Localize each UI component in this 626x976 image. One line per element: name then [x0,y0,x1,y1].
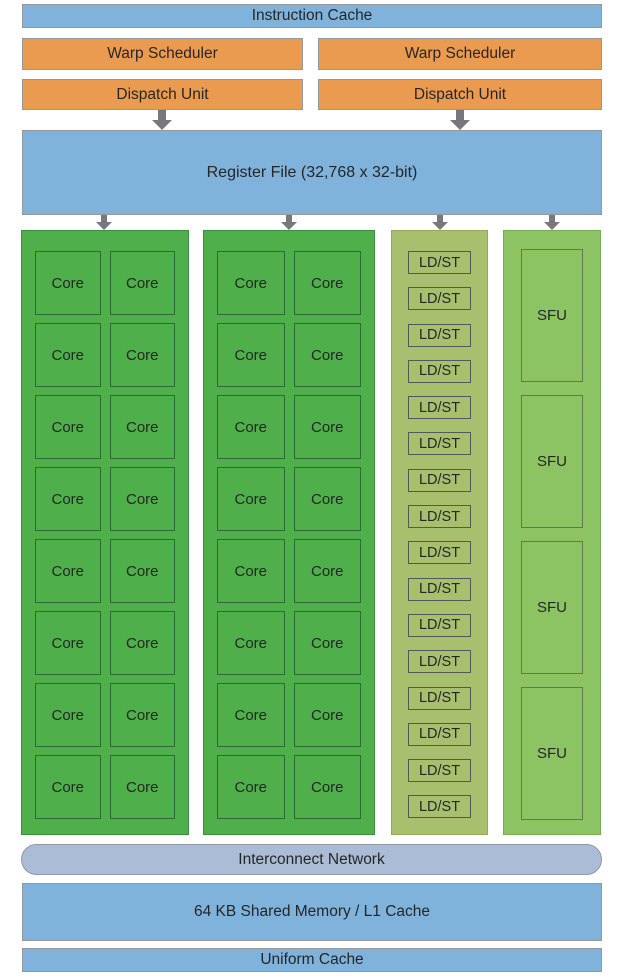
core-unit: Core [109,395,175,459]
core-unit: Core [217,539,285,603]
ldst-unit: LD/ST [408,650,471,674]
ldst-column: LD/ST LD/ST LD/ST LD/ST LD/ST LD/ST LD/ST LD/ST… [391,230,488,835]
core-unit: Core [35,611,101,675]
core-unit: Core [293,539,361,603]
ldst-unit: LD/ST [408,323,471,347]
core-unit: Core [293,467,361,531]
core-unit: Core [35,395,101,459]
core-unit: Core [35,683,101,747]
ldst-unit: LD/ST [408,432,471,456]
ldst-unit: LD/ST [408,396,471,420]
arrow-head [450,120,470,130]
down-arrow-icon [450,110,470,130]
core-unit: Core [109,539,175,603]
ldst-unit: LD/ST [408,613,471,637]
core-unit: Core [35,755,101,819]
arrow-head [152,120,172,130]
core-unit: Core [293,251,361,315]
ldst-unit: LD/ST [408,795,471,819]
core-unit: Core [35,467,101,531]
ldst-unit: LD/ST [408,722,471,746]
core-unit: Core [293,683,361,747]
sfu-unit: SFU [521,687,583,820]
core-unit: Core [217,683,285,747]
arrow-head [281,222,297,230]
sfu-column: SFU SFU SFU SFU [503,230,601,835]
core-unit: Core [109,611,175,675]
core-unit: Core [293,611,361,675]
sfu-unit: SFU [521,395,583,528]
ldst-unit: LD/ST [408,468,471,492]
warp-scheduler-left-block: Warp Scheduler [22,38,303,70]
uniform-cache-block: Uniform Cache [22,948,602,972]
sfu-unit: SFU [521,249,583,382]
down-arrow-icon [152,110,172,130]
core-unit: Core [217,467,285,531]
ldst-unit: LD/ST [408,759,471,783]
sfu-unit: SFU [521,541,583,674]
core-unit: Core [217,251,285,315]
core-unit: Core [109,467,175,531]
down-arrow-icon [432,215,448,230]
core-unit: Core [293,323,361,387]
core-unit: Core [109,683,175,747]
shared-memory-block: 64 KB Shared Memory / L1 Cache [22,883,602,941]
arrow-stem [101,215,107,222]
ldst-unit: LD/ST [408,359,471,383]
down-arrow-icon [544,215,560,230]
arrow-stem [456,110,464,120]
dispatch-unit-left-block: Dispatch Unit [22,79,303,110]
interconnect-network-block: Interconnect Network [21,844,602,875]
core-unit: Core [35,251,101,315]
core-unit: Core [293,755,361,819]
ldst-unit: LD/ST [408,251,471,274]
core-unit: Core [217,323,285,387]
arrow-stem [158,110,166,120]
arrow-stem [286,215,292,222]
core-unit: Core [35,323,101,387]
core-unit: Core [217,755,285,819]
arrow-head [96,222,112,230]
arrow-head [544,222,560,230]
down-arrow-icon [96,215,112,230]
dispatch-unit-right-block: Dispatch Unit [318,79,602,110]
register-file-block: Register File (32,768 x 32-bit) [22,130,602,215]
instruction-cache-block: Instruction Cache [22,4,602,28]
ldst-unit: LD/ST [408,577,471,601]
ldst-unit: LD/ST [408,505,471,529]
down-arrow-icon [281,215,297,230]
core-unit: Core [109,323,175,387]
arrow-head [432,222,448,230]
core-unit: Core [293,395,361,459]
core-unit: Core [35,539,101,603]
arrow-stem [437,215,443,222]
core-unit: Core [217,611,285,675]
core-unit: Core [109,755,175,819]
warp-scheduler-right-block: Warp Scheduler [318,38,602,70]
core-unit: Core [217,395,285,459]
ldst-unit: LD/ST [408,541,471,565]
ldst-unit: LD/ST [408,686,471,710]
arrow-stem [549,215,555,222]
core-unit: Core [109,251,175,315]
ldst-unit: LD/ST [408,287,471,311]
